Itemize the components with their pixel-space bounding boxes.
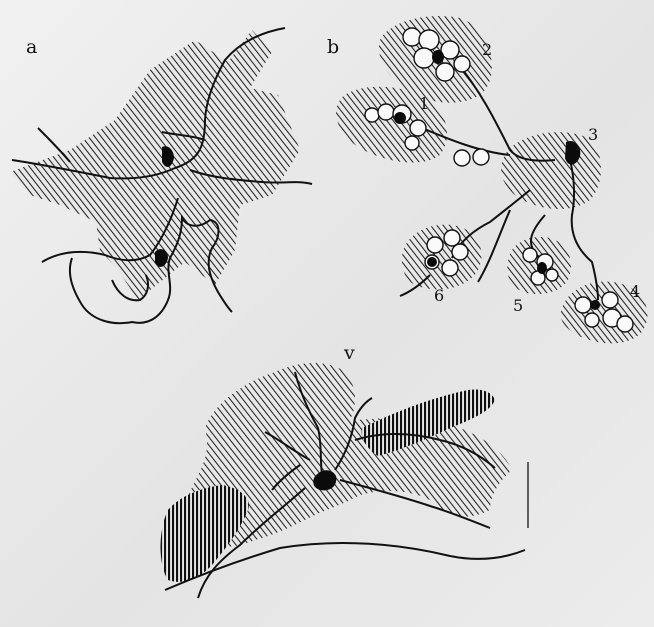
- panel-b-number-2: 2: [482, 42, 492, 58]
- panel-a-drawing: [10, 28, 312, 323]
- panel-b-hatched-region-3: [501, 132, 601, 209]
- panel-label-v: v: [344, 344, 355, 363]
- panel-label-a: a: [26, 38, 37, 57]
- panel-label-b: b: [327, 38, 339, 57]
- panel-b-number-3: 3: [588, 127, 598, 143]
- panel-b-number-5: 5: [513, 298, 523, 314]
- panel-b-number-1: 1: [419, 96, 429, 112]
- panel-v-drawing: [161, 363, 529, 598]
- panel-b-drawing: [336, 16, 647, 343]
- panel-v-vertical-hatch: [161, 485, 249, 582]
- panel-b-process-line: [478, 210, 510, 282]
- panel-b-number-6: 6: [434, 288, 444, 304]
- panel-b-number-4: 4: [630, 284, 640, 300]
